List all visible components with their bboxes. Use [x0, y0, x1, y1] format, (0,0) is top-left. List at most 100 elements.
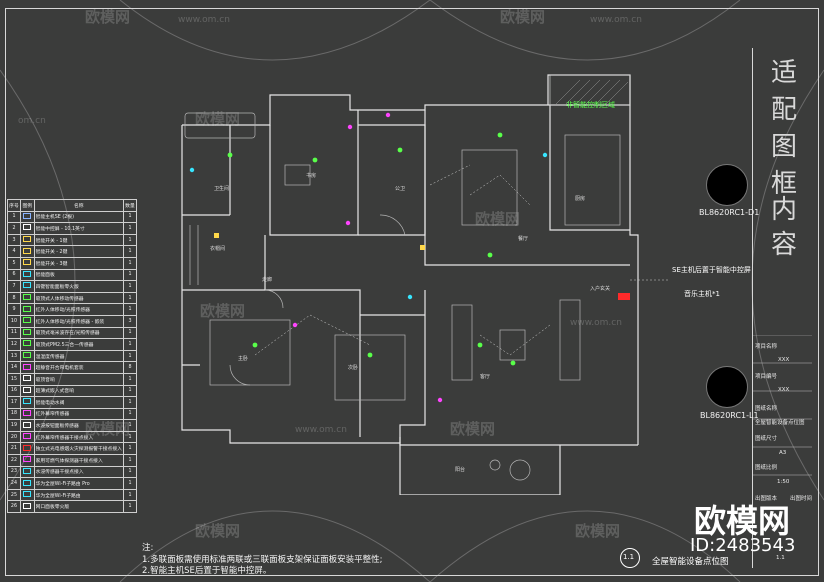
legend-row-name: 红外幕帘传感器干接点接入	[33, 430, 124, 444]
legend-row-number: 15	[7, 372, 21, 386]
device-symbol-icon	[23, 317, 32, 324]
device-symbol-icon	[23, 491, 32, 498]
legend-header-name: 名称	[33, 199, 124, 212]
watermark-url: www.om.cn	[178, 15, 230, 25]
watermark-url: www.om.cn	[570, 318, 622, 328]
watermark-url: www.om.cn	[590, 15, 642, 25]
legend-row-symbol-icon	[19, 349, 35, 363]
legend-row-name: 智能主机SE (2根)	[33, 210, 124, 224]
legend-row-number: 16	[7, 384, 21, 398]
legend-row-number: 26	[7, 500, 21, 514]
scale-label: 图纸比例	[755, 465, 778, 471]
legend-row-number: 5	[7, 256, 21, 270]
callout-se-host: SE主机后置于智能中控屏	[672, 266, 751, 274]
watermark-text: 欧模网	[200, 302, 246, 320]
device-symbol-icon	[23, 259, 32, 266]
legend-row-symbol-icon	[19, 291, 35, 305]
legend-row-number: 7	[7, 280, 21, 293]
notes-title: 注:	[142, 543, 154, 553]
legend-row-name: 红外幕帘传感器	[33, 407, 124, 421]
frame-title-char: 适	[770, 58, 797, 88]
room-label-public-bath: 公卫	[395, 186, 406, 192]
frame-title-char: 图	[770, 132, 797, 162]
legend-row-symbol-icon	[19, 314, 35, 328]
device-symbol-icon	[23, 305, 32, 312]
device-symbol-icon	[23, 363, 32, 370]
legend-row-qty: 1	[122, 349, 138, 363]
room-label-second-bedroom: 次卧	[348, 365, 359, 371]
legend-row-name: 智能中控屏 - 10.1英寸	[33, 222, 124, 235]
legend-row-name: 吸顶式人体移动传感器	[33, 291, 124, 305]
legend-row-number: 19	[7, 419, 21, 432]
legend-row-qty: 1	[122, 280, 138, 293]
legend-row-number: 13	[7, 349, 21, 363]
room-label-corridor: 走廊	[262, 277, 273, 283]
device-symbol-icon	[23, 398, 32, 405]
legend-row-name: 温湿度传感器	[33, 349, 124, 363]
legend-row-symbol-icon	[19, 268, 35, 282]
legend-row-name: 超薄式嵌入式音响	[33, 384, 124, 398]
drawing-name-value: 全屋智能设备点位图	[755, 420, 805, 426]
frame-title-char: 内	[770, 195, 797, 225]
room-label-study: 书房	[306, 173, 317, 179]
legend-row-number: 25	[7, 488, 21, 502]
legend-row-number: 20	[7, 430, 21, 444]
symbol-circle	[706, 366, 748, 408]
drawing-name-label: 图纸名称	[755, 406, 778, 412]
legend-row-symbol-icon	[19, 245, 35, 258]
legend-row-number: 4	[7, 245, 21, 258]
project-no-value: XXX	[778, 387, 790, 393]
legend-row-qty: 1	[122, 233, 138, 247]
symbol-label: BL8620RC1-L1	[700, 411, 759, 420]
device-symbol-icon	[23, 294, 32, 301]
legend-row-name: 红外人体移动/光照传感器 - 嵌装	[33, 314, 124, 328]
legend-row-symbol-icon	[19, 430, 35, 444]
device-symbol-icon	[23, 340, 32, 347]
date-label: 出图时间	[790, 496, 813, 502]
paper-size-label: 图纸尺寸	[755, 436, 778, 442]
room-label-kitchen: 厨房	[575, 196, 586, 202]
device-symbol-icon	[23, 236, 32, 243]
legend-row-number: 10	[7, 314, 21, 328]
device-symbol-icon	[23, 224, 32, 231]
title-block-column	[752, 48, 813, 568]
device-symbol-icon	[23, 386, 32, 393]
legend-row-name: 华为全屋Wi-Fi子路由	[33, 488, 124, 502]
legend-row-symbol-icon	[19, 338, 35, 351]
device-symbol-icon	[23, 502, 32, 509]
device-symbol-icon	[23, 352, 32, 359]
room-label-balcony: 阳台	[455, 467, 466, 473]
device-symbol-icon	[23, 212, 32, 219]
legend-row-qty: 1	[122, 477, 138, 490]
floor-plan	[181, 74, 670, 495]
room-label-bathroom: 卫生间	[214, 186, 230, 192]
view-number-circle	[620, 548, 640, 568]
frame-title-char: 配	[770, 95, 797, 125]
legend-row-qty: 1	[122, 430, 138, 444]
legend-row-number: 21	[7, 442, 21, 456]
device-symbol-icon	[23, 467, 32, 474]
legend-row-number: 12	[7, 338, 21, 351]
legend-row-number: 8	[7, 291, 21, 305]
legend-row-symbol-icon	[19, 396, 35, 409]
legend-row-symbol-icon	[19, 372, 35, 386]
notes-line-2: 2.智能主机SE后置于智能中控屏。	[142, 566, 272, 576]
legend-row-name: 智能开关 - 1键	[33, 233, 124, 247]
legend-row-number: 14	[7, 361, 21, 374]
legend-row-qty: 1	[122, 326, 138, 340]
legend-row-number: 2	[7, 222, 21, 235]
